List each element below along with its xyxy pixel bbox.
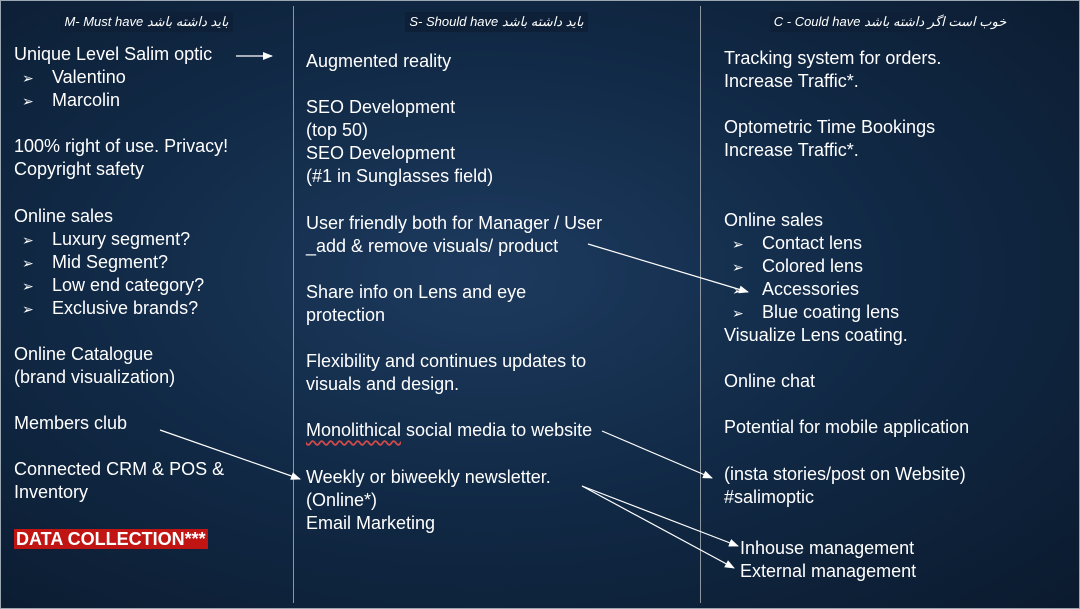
spellcheck-word: Monolithical [306,420,402,441]
must-crm-line-2: Inventory [14,482,89,503]
should-share-info-line-2: protection [306,304,386,325]
list-item: ➢Marcolin [14,89,228,112]
column-divider-right [700,6,701,603]
header-should-have-label: S- Should have باید داشته باشد [405,12,588,32]
bullet-icon: ➢ [22,277,34,294]
could-tracking-line-1: Tracking system for orders. [724,48,942,68]
bullet-icon: ➢ [732,258,744,275]
bullet-icon: ➢ [732,304,744,321]
must-unique-level: Unique Level Salim optic [14,44,213,64]
list-item: ➢Luxury segment? [14,228,228,251]
list-item: ➢Blue coating lens [724,301,969,324]
could-insta-line-1: (insta stories/post on Website) [724,463,966,484]
header-could-have-label: C - Could have خوب است اگر داشته باشد [769,12,1011,32]
list-item: ➢Exclusive brands? [14,297,228,320]
header-must-have: M- Must have باید داشته باشد [0,8,293,36]
bullet-icon: ➢ [22,231,34,248]
could-management-list: Inhouse management External management [740,537,916,583]
should-seo-line-2: (top 50) [306,120,369,141]
list-item: ➢Contact lens [724,232,969,255]
header-could-have: C - Could have خوب است اگر داشته باشد [700,8,1080,36]
data-collection-badge: DATA COLLECTION*** [14,528,208,549]
must-catalogue-line-1: Online Catalogue [14,343,154,364]
must-rights-line-2: Copyright safety [14,159,145,180]
could-online-chat: Online chat [724,371,816,392]
should-newsletter-line-2: (Online*) [306,489,378,510]
bullet-icon: ➢ [22,93,34,109]
bullet-icon: ➢ [22,254,34,271]
should-user-friendly-line-1: User friendly both for Manager / User [306,212,603,233]
should-have-column: Augmented reality SEO Development (top 5… [306,50,602,535]
must-members-club: Members club [14,413,128,434]
header-should-have: S- Should have باید داشته باشد [293,8,700,36]
bullet-icon: ➢ [22,300,34,317]
list-item: ➢Low end category? [14,274,228,297]
must-rights-line-1: 100% right of use. Privacy! [14,136,229,157]
bullet-icon: ➢ [732,281,744,298]
could-tracking-line-2: Increase Traffic*. [724,71,859,91]
should-share-info-line-1: Share info on Lens and eye [306,281,527,302]
should-flexibility-line-1: Flexibility and continues updates to [306,351,587,372]
could-online-sales: Online sales [724,209,824,230]
should-augmented-reality: Augmented reality [306,51,452,71]
should-newsletter-line-1: Weekly or biweekly newsletter. [306,466,551,487]
must-online-sales: Online sales [14,205,114,226]
should-flexibility-line-2: visuals and design. [306,374,460,395]
list-item: ➢Colored lens [724,255,969,278]
list-item: ➢Accessories [724,278,969,301]
column-divider-left [293,6,294,603]
bullet-icon: ➢ [732,235,744,252]
could-visualize-lens: Visualize Lens coating. [724,324,908,345]
could-optometric-line-1: Optometric Time Bookings [724,117,936,138]
should-user-friendly-line-2: _add & remove visuals/ product [306,235,559,256]
must-catalogue-line-2: (brand visualization) [14,366,176,387]
list-item: ➢Mid Segment? [14,251,228,274]
should-seo-line-1: SEO Development [306,97,456,118]
must-data-collection: DATA COLLECTION*** [14,528,228,551]
header-must-have-label: M- Must have باید داشته باشد [60,12,233,32]
could-mobile-application: Potential for mobile application [724,417,970,438]
should-email-marketing: Email Marketing [306,512,436,533]
bullet-icon: ➢ [22,70,34,86]
must-have-column: Unique Level Salim optic ➢Valentino ➢Mar… [14,43,228,551]
could-optometric-line-2: Increase Traffic*. [724,140,859,161]
must-crm-line-1: Connected CRM & POS & [14,459,225,480]
could-have-column: Tracking system for orders. Increase Tra… [724,47,969,509]
list-item: ➢Valentino [14,66,228,89]
should-monolithical-social-media: Monolithical social media to website [306,420,593,441]
should-seo-line-4: (#1 in Sunglasses field) [306,166,494,187]
could-insta-line-2: #salimoptic [724,486,815,507]
should-seo-line-3: SEO Development [306,143,456,164]
could-inhouse-management: Inhouse management [740,538,915,558]
could-external-management: External management [740,561,917,581]
